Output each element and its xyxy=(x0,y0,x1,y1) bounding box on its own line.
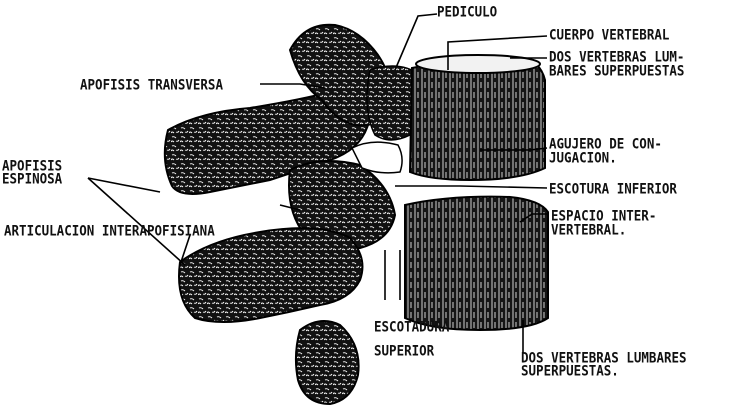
label-cuerpo-vertebral: CUERPO VERTEBRAL xyxy=(549,27,669,42)
label-apofisis-transversa: APOFISIS TRANSVERSA xyxy=(80,77,223,92)
label-escotadura-line1: ESCOTADURA xyxy=(374,319,449,334)
lower-transverse-process xyxy=(296,321,359,404)
label-escotura-inferior: ESCOTURA INFERIOR xyxy=(549,181,677,196)
label-agujero-line2: JUGACION. xyxy=(549,150,617,165)
label-escotadura-line2: SUPERIOR xyxy=(374,343,434,358)
label-apofisis-espinosa-line2: ESPINOSA xyxy=(2,171,62,186)
label-espacio-line2: VERTEBRAL. xyxy=(551,222,626,237)
upper-vertebral-body xyxy=(410,58,545,180)
label-dos-vertebras-top-line2: BARES SUPERPUESTAS xyxy=(549,63,684,78)
label-articulacion-interapofisiana: ARTICULACION INTERAPOFISIANA xyxy=(4,223,215,238)
label-dos-vertebras-bottom-line2: SUPERPUESTAS. xyxy=(521,363,619,378)
label-pediculo: PEDICULO xyxy=(437,4,497,19)
lower-vertebral-body xyxy=(405,197,548,330)
lower-spinous-process xyxy=(179,228,362,322)
